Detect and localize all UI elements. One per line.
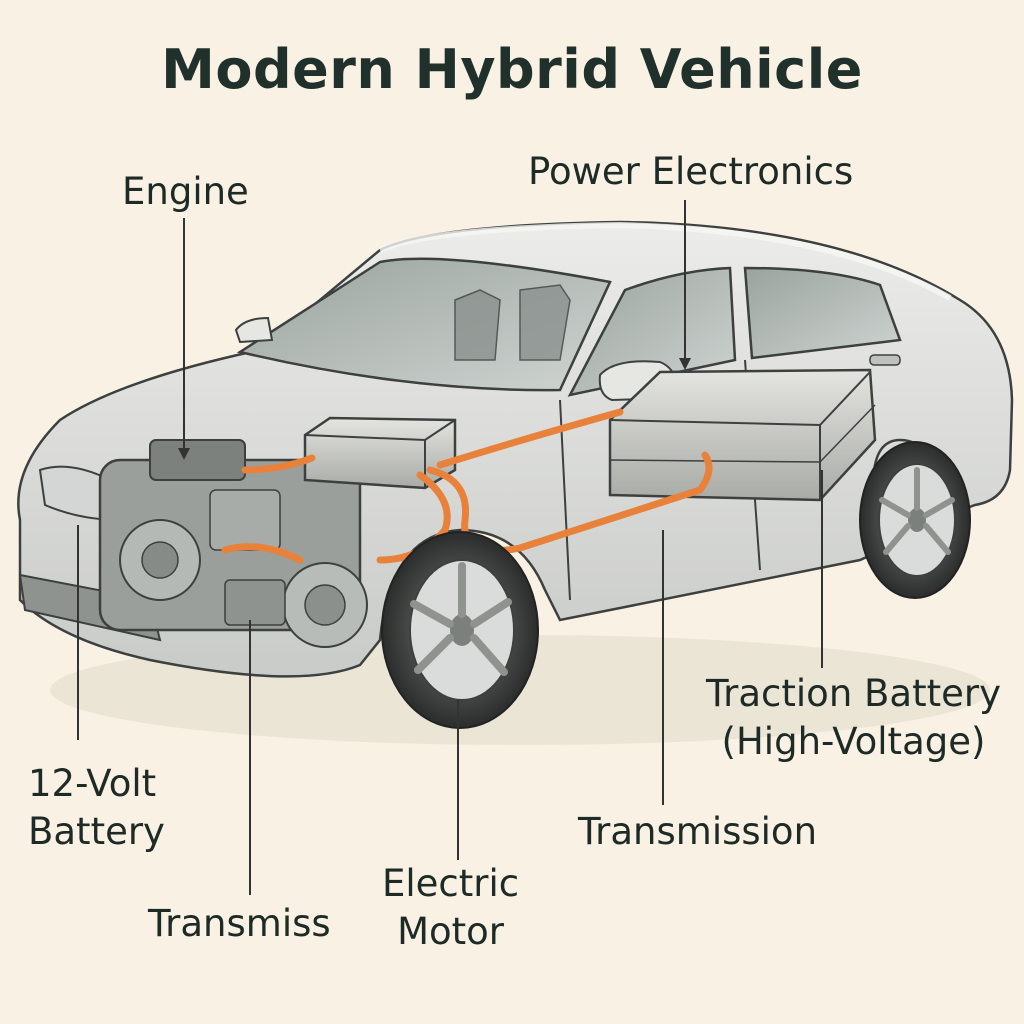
label-electric-motor: Electric Motor <box>382 862 520 953</box>
label-transmission: Transmission <box>578 810 818 853</box>
label-engine: Engine <box>122 170 249 213</box>
label-traction-battery: Traction Battery (High-Voltage) <box>706 672 1001 763</box>
rear-wheel <box>859 441 971 599</box>
windshield <box>236 257 612 392</box>
label-power-electronics: Power Electronics <box>528 150 854 193</box>
engine-block <box>98 439 368 648</box>
traction-battery-pack <box>608 368 877 502</box>
rear-side-window <box>743 266 902 360</box>
page-title: Modern Hybrid Vehicle <box>161 38 863 101</box>
label-12-volt-battery: 12-Volt Battery <box>28 762 165 853</box>
inverter-box <box>303 416 457 490</box>
front-side-window <box>567 266 737 397</box>
label-transmiss: Transmiss <box>148 902 331 945</box>
front-wheel <box>381 531 539 729</box>
leader-lines <box>77 200 823 895</box>
